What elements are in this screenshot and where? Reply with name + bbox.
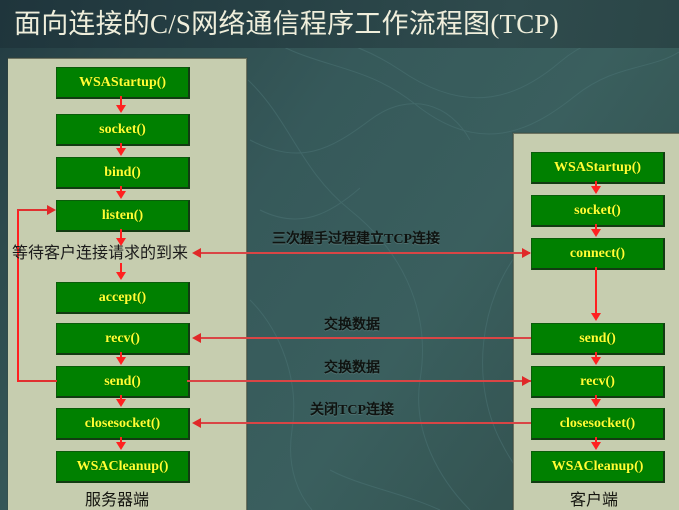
client-node-socket[interactable]: socket(): [531, 195, 665, 227]
server-connector-5: [120, 263, 122, 274]
client-node-recv[interactable]: recv(): [531, 366, 665, 398]
exchange-data-arrowhead-1: [192, 333, 201, 343]
client-arrowhead-2: [591, 229, 601, 237]
server-arrowhead-3: [116, 191, 126, 199]
client-node-closesocket[interactable]: closesocket(): [531, 408, 665, 440]
client-connector-2: [595, 224, 597, 231]
client-node-wsacleanup[interactable]: WSACleanup(): [531, 451, 665, 483]
client-node-send[interactable]: send(): [531, 323, 665, 355]
server-node-wsacleanup[interactable]: WSACleanup(): [56, 451, 190, 483]
exchange-data-label-2: 交换数据: [324, 361, 380, 376]
client-arrowhead-1: [591, 186, 601, 194]
server-connector-7: [120, 395, 122, 401]
loop-back-vertical-segment: [17, 210, 19, 382]
handshake-label: 三次握手过程建立TCP连接: [272, 232, 440, 247]
client-arrowhead-6: [591, 442, 601, 450]
client-connector-4: [595, 352, 597, 359]
server-arrowhead-8: [116, 442, 126, 450]
server-arrowhead-7: [116, 399, 126, 407]
handshake-line: [196, 252, 530, 254]
server-node-recv[interactable]: recv(): [56, 323, 190, 355]
exchange-data-label-1: 交换数据: [324, 318, 380, 333]
server-node-closesocket[interactable]: closesocket(): [56, 408, 190, 440]
client-connector-5: [595, 395, 597, 401]
close-connection-arrowhead: [192, 418, 201, 428]
server-connector-1: [120, 96, 122, 107]
loop-back-bottom-segment: [17, 380, 57, 382]
close-connection-line: [196, 422, 531, 424]
client-connector-6: [595, 437, 597, 444]
handshake-arrowhead-right: [522, 248, 531, 258]
client-caption: 客户端: [570, 492, 619, 509]
server-node-listen[interactable]: listen(): [56, 200, 190, 232]
server-arrowhead-4: [116, 238, 126, 246]
client-arrowhead-5: [591, 399, 601, 407]
server-node-accept[interactable]: accept(): [56, 282, 190, 314]
server-connector-4: [120, 229, 122, 240]
handshake-arrowhead-left: [192, 248, 201, 258]
close-connection-label: 关闭TCP连接: [310, 403, 394, 418]
server-arrowhead-1: [116, 105, 126, 113]
server-wait-note: 等待客户连接请求的到来: [12, 245, 189, 262]
exchange-data-arrowhead-2: [522, 376, 531, 386]
server-node-socket[interactable]: socket(): [56, 114, 190, 146]
server-connector-8: [120, 437, 122, 444]
client-arrowhead-4: [591, 357, 601, 365]
client-node-wsastartup[interactable]: WSAStartup(): [531, 152, 665, 184]
exchange-data-line-2: [187, 380, 531, 382]
server-connector-2: [120, 143, 122, 150]
server-arrowhead-2: [116, 148, 126, 156]
page-title: 面向连接的C/S网络通信程序工作流程图(TCP): [14, 8, 559, 39]
server-connector-6: [120, 352, 122, 359]
server-connector-3: [120, 186, 122, 193]
server-node-wsastartup[interactable]: WSAStartup(): [56, 67, 190, 99]
exchange-data-line-1: [196, 337, 531, 339]
client-arrowhead-3: [591, 313, 601, 321]
server-node-send[interactable]: send(): [56, 366, 190, 398]
server-arrowhead-6: [116, 357, 126, 365]
loop-back-top-segment: [17, 209, 49, 211]
client-node-connect[interactable]: connect(): [531, 238, 665, 270]
client-connector-3: [595, 267, 597, 315]
server-arrowhead-5: [116, 272, 126, 280]
server-caption: 服务器端: [85, 492, 150, 509]
loop-back-arrowhead: [47, 205, 56, 215]
server-node-bind[interactable]: bind(): [56, 157, 190, 189]
title-band: [0, 0, 679, 48]
client-connector-1: [595, 181, 597, 188]
